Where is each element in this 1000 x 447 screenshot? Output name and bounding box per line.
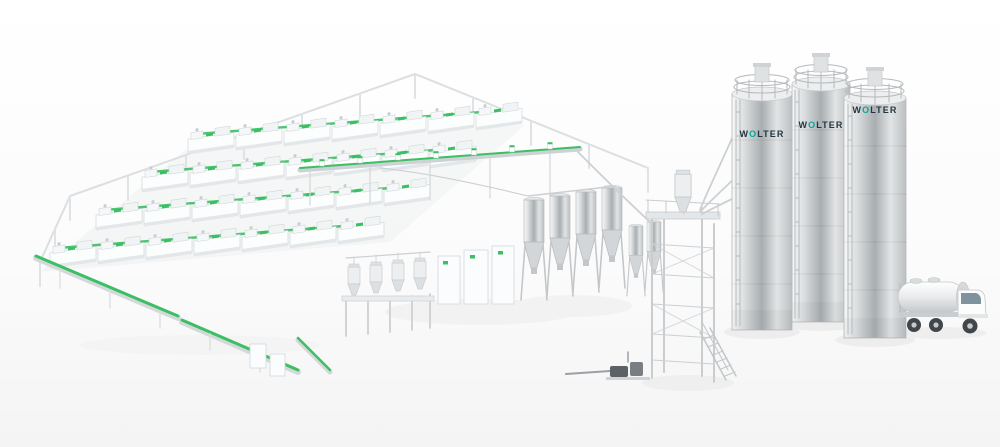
silo-filter-unit — [754, 65, 770, 83]
outfeed-conveyor — [33, 254, 333, 377]
tank-hatch — [927, 277, 941, 283]
steel-hopper — [626, 223, 646, 297]
silo-logo: WOLTER — [799, 120, 844, 130]
steel-hopper — [546, 192, 574, 297]
floor-cabinet — [249, 343, 267, 369]
tank-body — [897, 281, 965, 313]
floor-cabinet — [269, 353, 286, 377]
silo-filter-unit — [867, 69, 883, 87]
silo-ladder — [794, 89, 800, 319]
tank-hatch — [909, 278, 923, 284]
status-screen — [443, 261, 448, 265]
steel-hopper — [572, 188, 600, 293]
status-screen — [470, 255, 475, 259]
silo-ladder — [847, 103, 853, 335]
silo-3: WOLTER — [843, 67, 907, 339]
material-hoppers — [379, 167, 664, 301]
material-receiver — [509, 144, 515, 153]
silo-logo: WOLTER — [740, 129, 785, 139]
steel-hopper — [598, 184, 626, 289]
material-receiver — [547, 141, 553, 150]
control-cabinets — [437, 245, 515, 305]
dryer-hopper — [347, 263, 361, 296]
dryer-hopper — [413, 257, 427, 290]
material-receiver — [471, 147, 477, 156]
vacuum-pump — [565, 351, 650, 380]
silo-1: WOLTER — [731, 63, 793, 331]
status-screen — [498, 251, 503, 255]
cab-window — [961, 293, 981, 304]
silo-logo: WOLTER — [853, 105, 898, 115]
silo-filter-unit — [813, 55, 829, 73]
drying-station — [341, 251, 435, 337]
silo-group: WOLTER — [731, 53, 907, 339]
spine-conveyor — [297, 141, 583, 206]
silo-2: WOLTER — [791, 53, 851, 323]
steel-hopper — [644, 219, 664, 293]
tower-stairs — [699, 321, 737, 381]
tower-hopper — [674, 169, 692, 213]
material-receiver — [319, 158, 325, 167]
dryer-hopper — [369, 261, 383, 294]
material-receiver — [433, 150, 439, 159]
dryer-hopper — [391, 259, 405, 292]
material-receiver — [395, 152, 401, 161]
tanker-truck — [897, 277, 988, 334]
silo-ladder — [735, 99, 741, 327]
steel-hopper — [520, 196, 548, 301]
material-receiver — [357, 155, 363, 164]
